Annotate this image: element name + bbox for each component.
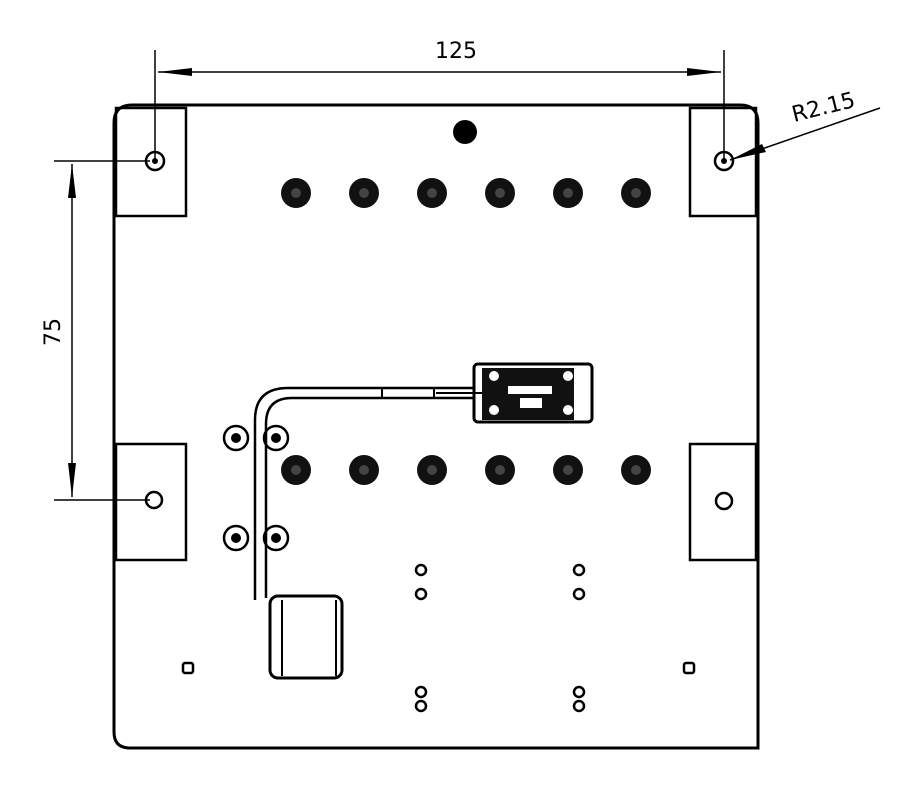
dimension-width-label: 125 bbox=[435, 39, 477, 64]
tuning-screw bbox=[349, 178, 379, 208]
cable-trace-inner bbox=[264, 396, 484, 598]
tuning-screw-row-bottom bbox=[281, 455, 651, 485]
tuning-screw bbox=[485, 455, 515, 485]
square-mark-left bbox=[181, 661, 195, 675]
tuning-screw bbox=[553, 178, 583, 208]
dimension-height: 75 bbox=[41, 160, 150, 501]
dimension-width: 125 bbox=[154, 39, 725, 160]
cable-clamp-top bbox=[222, 424, 290, 452]
tuning-screw bbox=[281, 455, 311, 485]
tuning-screw bbox=[621, 178, 651, 208]
square-mark-right bbox=[682, 661, 696, 675]
tuning-screw bbox=[553, 455, 583, 485]
tuning-screw bbox=[349, 455, 379, 485]
corner-pad-top-left bbox=[114, 106, 188, 218]
keyhole-group bbox=[414, 563, 586, 713]
cylinder-component bbox=[268, 594, 344, 680]
dimension-height-label: 75 bbox=[41, 318, 66, 346]
tuning-screw bbox=[281, 178, 311, 208]
tuning-screw bbox=[621, 455, 651, 485]
corner-pad-bottom-left bbox=[114, 442, 188, 562]
tuning-screw bbox=[417, 455, 447, 485]
dimension-radius-label: R2.15 bbox=[789, 88, 857, 128]
dimension-hole-radius: R2.15 bbox=[729, 88, 881, 161]
tuning-screw bbox=[485, 178, 515, 208]
tuning-screw-row-top bbox=[281, 178, 651, 208]
mounting-hole-bottom-right bbox=[714, 491, 734, 511]
corner-pad-top-right bbox=[688, 106, 758, 218]
rf-connector-module bbox=[436, 362, 594, 424]
cable-clamp-bottom bbox=[222, 524, 290, 552]
corner-pad-bottom-right bbox=[688, 442, 758, 562]
alignment-dot bbox=[453, 120, 477, 144]
tuning-screw bbox=[417, 178, 447, 208]
cable-trace bbox=[253, 386, 484, 600]
